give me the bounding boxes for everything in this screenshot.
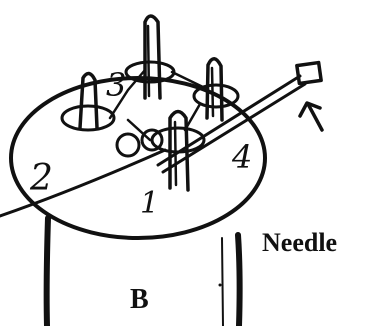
peg-number-2: 2: [29, 158, 53, 199]
loop-center-right: [140, 128, 164, 152]
loop-peg-3: [60, 104, 116, 132]
tube-left-wall: [43, 215, 51, 326]
loop-center-left: [115, 132, 141, 158]
peg-4: [205, 57, 224, 122]
arrow-icon: [298, 101, 324, 132]
stray-ink-mark: [218, 283, 222, 287]
tube-right-wall: [235, 232, 243, 326]
peg-3: [78, 71, 99, 130]
peg-number-4: 4: [231, 138, 252, 176]
knitting-needle: [156, 60, 323, 174]
tube-right-inner-line: [221, 237, 224, 326]
peg-number-1: 1: [140, 186, 159, 221]
yarn-1-to-3: [126, 118, 152, 142]
yarn-loops: [60, 60, 240, 158]
tube-body: [43, 215, 243, 326]
needle-label: Needle: [262, 228, 337, 257]
yarn-3-to-back: [108, 68, 147, 120]
yarn-back-to-4: [170, 70, 207, 90]
working-yarn-strand: [0, 148, 167, 218]
tube-label: B: [130, 284, 149, 315]
needle-head: [295, 60, 323, 86]
yarn-4-to-1: [183, 102, 202, 132]
peg-number-3: 3: [106, 66, 126, 104]
peg-back: [143, 14, 162, 100]
loop-peg-4: [192, 83, 240, 109]
